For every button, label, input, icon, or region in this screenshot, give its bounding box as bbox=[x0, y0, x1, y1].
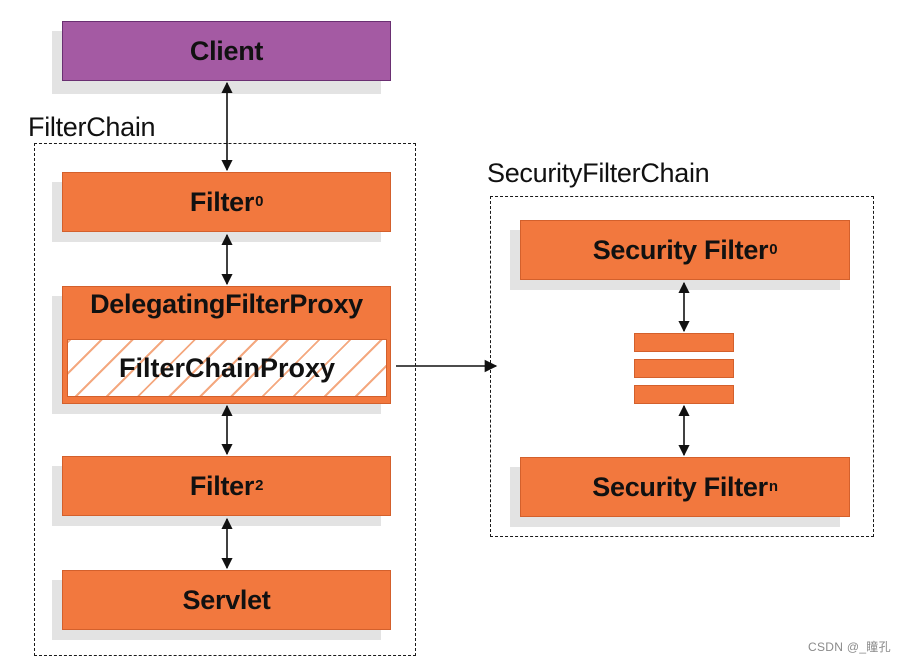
filter0-label: Filter bbox=[189, 186, 255, 217]
watermark-text: CSDN @_瞳孔 bbox=[808, 640, 891, 654]
filter-chain-proxy-box: FilterChainProxy bbox=[67, 339, 387, 397]
filter-stack-bar-1 bbox=[634, 333, 734, 352]
security-filterchain-title: SecurityFilterChain bbox=[487, 158, 710, 188]
servlet-label: Servlet bbox=[182, 584, 271, 615]
security-filtern-label: Security Filter bbox=[592, 471, 768, 502]
delegating-filter-proxy-label: DelegatingFilterProxy bbox=[90, 289, 363, 319]
security-filter0-label: Security Filter bbox=[592, 234, 769, 265]
client-box: Client bbox=[62, 21, 391, 81]
filterchain-title: FilterChain bbox=[28, 112, 156, 142]
servlet-box: Servlet bbox=[62, 570, 391, 630]
client-label: Client bbox=[189, 35, 264, 66]
filter-stack-bar-2 bbox=[634, 359, 734, 378]
filter-chain-proxy-label: FilterChainProxy bbox=[118, 352, 336, 383]
filter2-label: Filter bbox=[189, 470, 255, 501]
filter-stack-bar-3 bbox=[634, 385, 734, 404]
delegating-filter-proxy-box: DelegatingFilterProxy FilterChainProxy bbox=[62, 286, 391, 404]
